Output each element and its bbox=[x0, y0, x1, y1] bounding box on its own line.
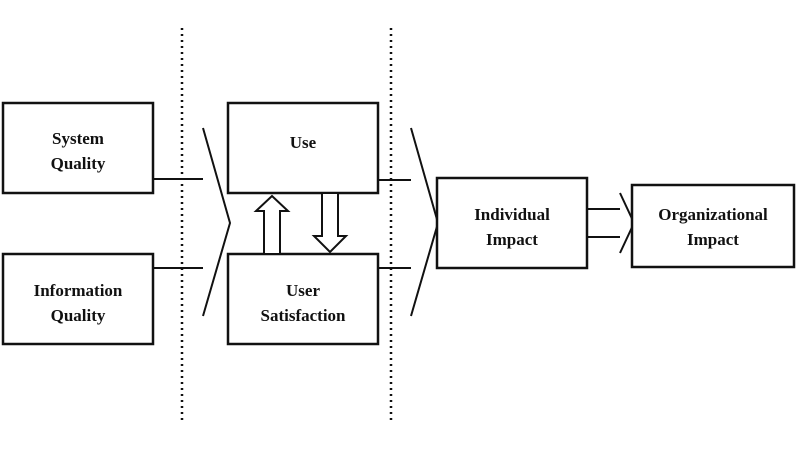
organizational-impact-label-line2: Impact bbox=[687, 230, 739, 249]
chevron-arrow-middle bbox=[410, 127, 440, 317]
arrow-up-satisfaction-to-use bbox=[253, 194, 291, 255]
system-quality-box bbox=[1, 101, 155, 195]
individual-impact-box bbox=[435, 176, 589, 270]
arrow-down-use-to-satisfaction bbox=[311, 192, 349, 254]
individual-impact-label-line2: Impact bbox=[486, 230, 538, 249]
use-label: Use bbox=[290, 133, 317, 152]
information-quality-label-line2: Quality bbox=[51, 306, 106, 325]
organizational-impact-label-line1: Organizational bbox=[658, 205, 768, 224]
individual-impact-label-line1: Individual bbox=[474, 205, 550, 224]
organizational-impact-box bbox=[630, 183, 796, 269]
information-quality-label-line1: Information bbox=[34, 281, 123, 300]
information-quality-box bbox=[1, 252, 155, 346]
user-satisfaction-label-line1: User bbox=[286, 281, 320, 300]
user-satisfaction-box bbox=[226, 252, 380, 346]
chevron-arrow-left bbox=[202, 127, 232, 317]
user-satisfaction-label-line2: Satisfaction bbox=[261, 306, 347, 325]
use-box bbox=[226, 101, 380, 195]
system-quality-label-line1: System bbox=[52, 129, 104, 148]
system-quality-label-line2: Quality bbox=[51, 154, 106, 173]
